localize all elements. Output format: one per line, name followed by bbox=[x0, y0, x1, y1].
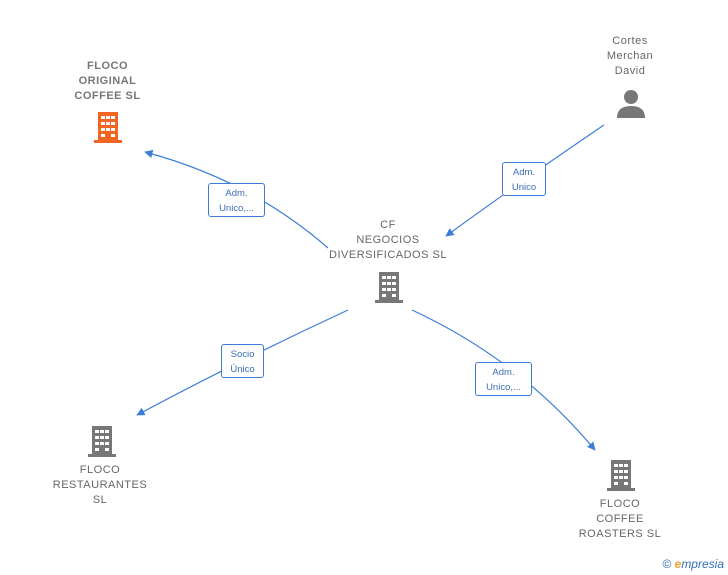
edge-label-to-restaurantes[interactable]: Socio Único bbox=[221, 344, 264, 378]
edge-label-to-original[interactable]: Adm. Unico,... bbox=[208, 183, 265, 217]
edge-label-from-cortes[interactable]: Adm. Unico bbox=[502, 162, 546, 196]
brand-logo-e: e bbox=[674, 557, 682, 571]
building-icon[interactable] bbox=[605, 458, 637, 492]
building-icon[interactable] bbox=[373, 270, 405, 304]
node-label-cortes[interactable]: Cortes Merchan David bbox=[606, 35, 654, 77]
brand-footer: © empresia bbox=[662, 557, 724, 571]
building-icon[interactable] bbox=[86, 424, 118, 458]
person-icon[interactable] bbox=[615, 88, 647, 120]
node-label-floco-original[interactable]: FLOCO ORIGINAL COFFEE SL bbox=[74, 60, 141, 102]
node-label-floco-roasters[interactable]: FLOCO COFFEE ROASTERS SL bbox=[578, 498, 662, 540]
building-icon[interactable] bbox=[92, 110, 124, 144]
brand-logo-text: mpresia bbox=[681, 557, 724, 571]
node-label-floco-restaurantes[interactable]: FLOCO RESTAURANTES SL bbox=[52, 464, 148, 506]
node-label-cf-negocios[interactable]: CF NEGOCIOS DIVERSIFICADOS SL bbox=[329, 219, 447, 261]
copyright-symbol: © bbox=[662, 557, 672, 571]
edge-label-to-roasters[interactable]: Adm. Unico,... bbox=[475, 362, 532, 396]
